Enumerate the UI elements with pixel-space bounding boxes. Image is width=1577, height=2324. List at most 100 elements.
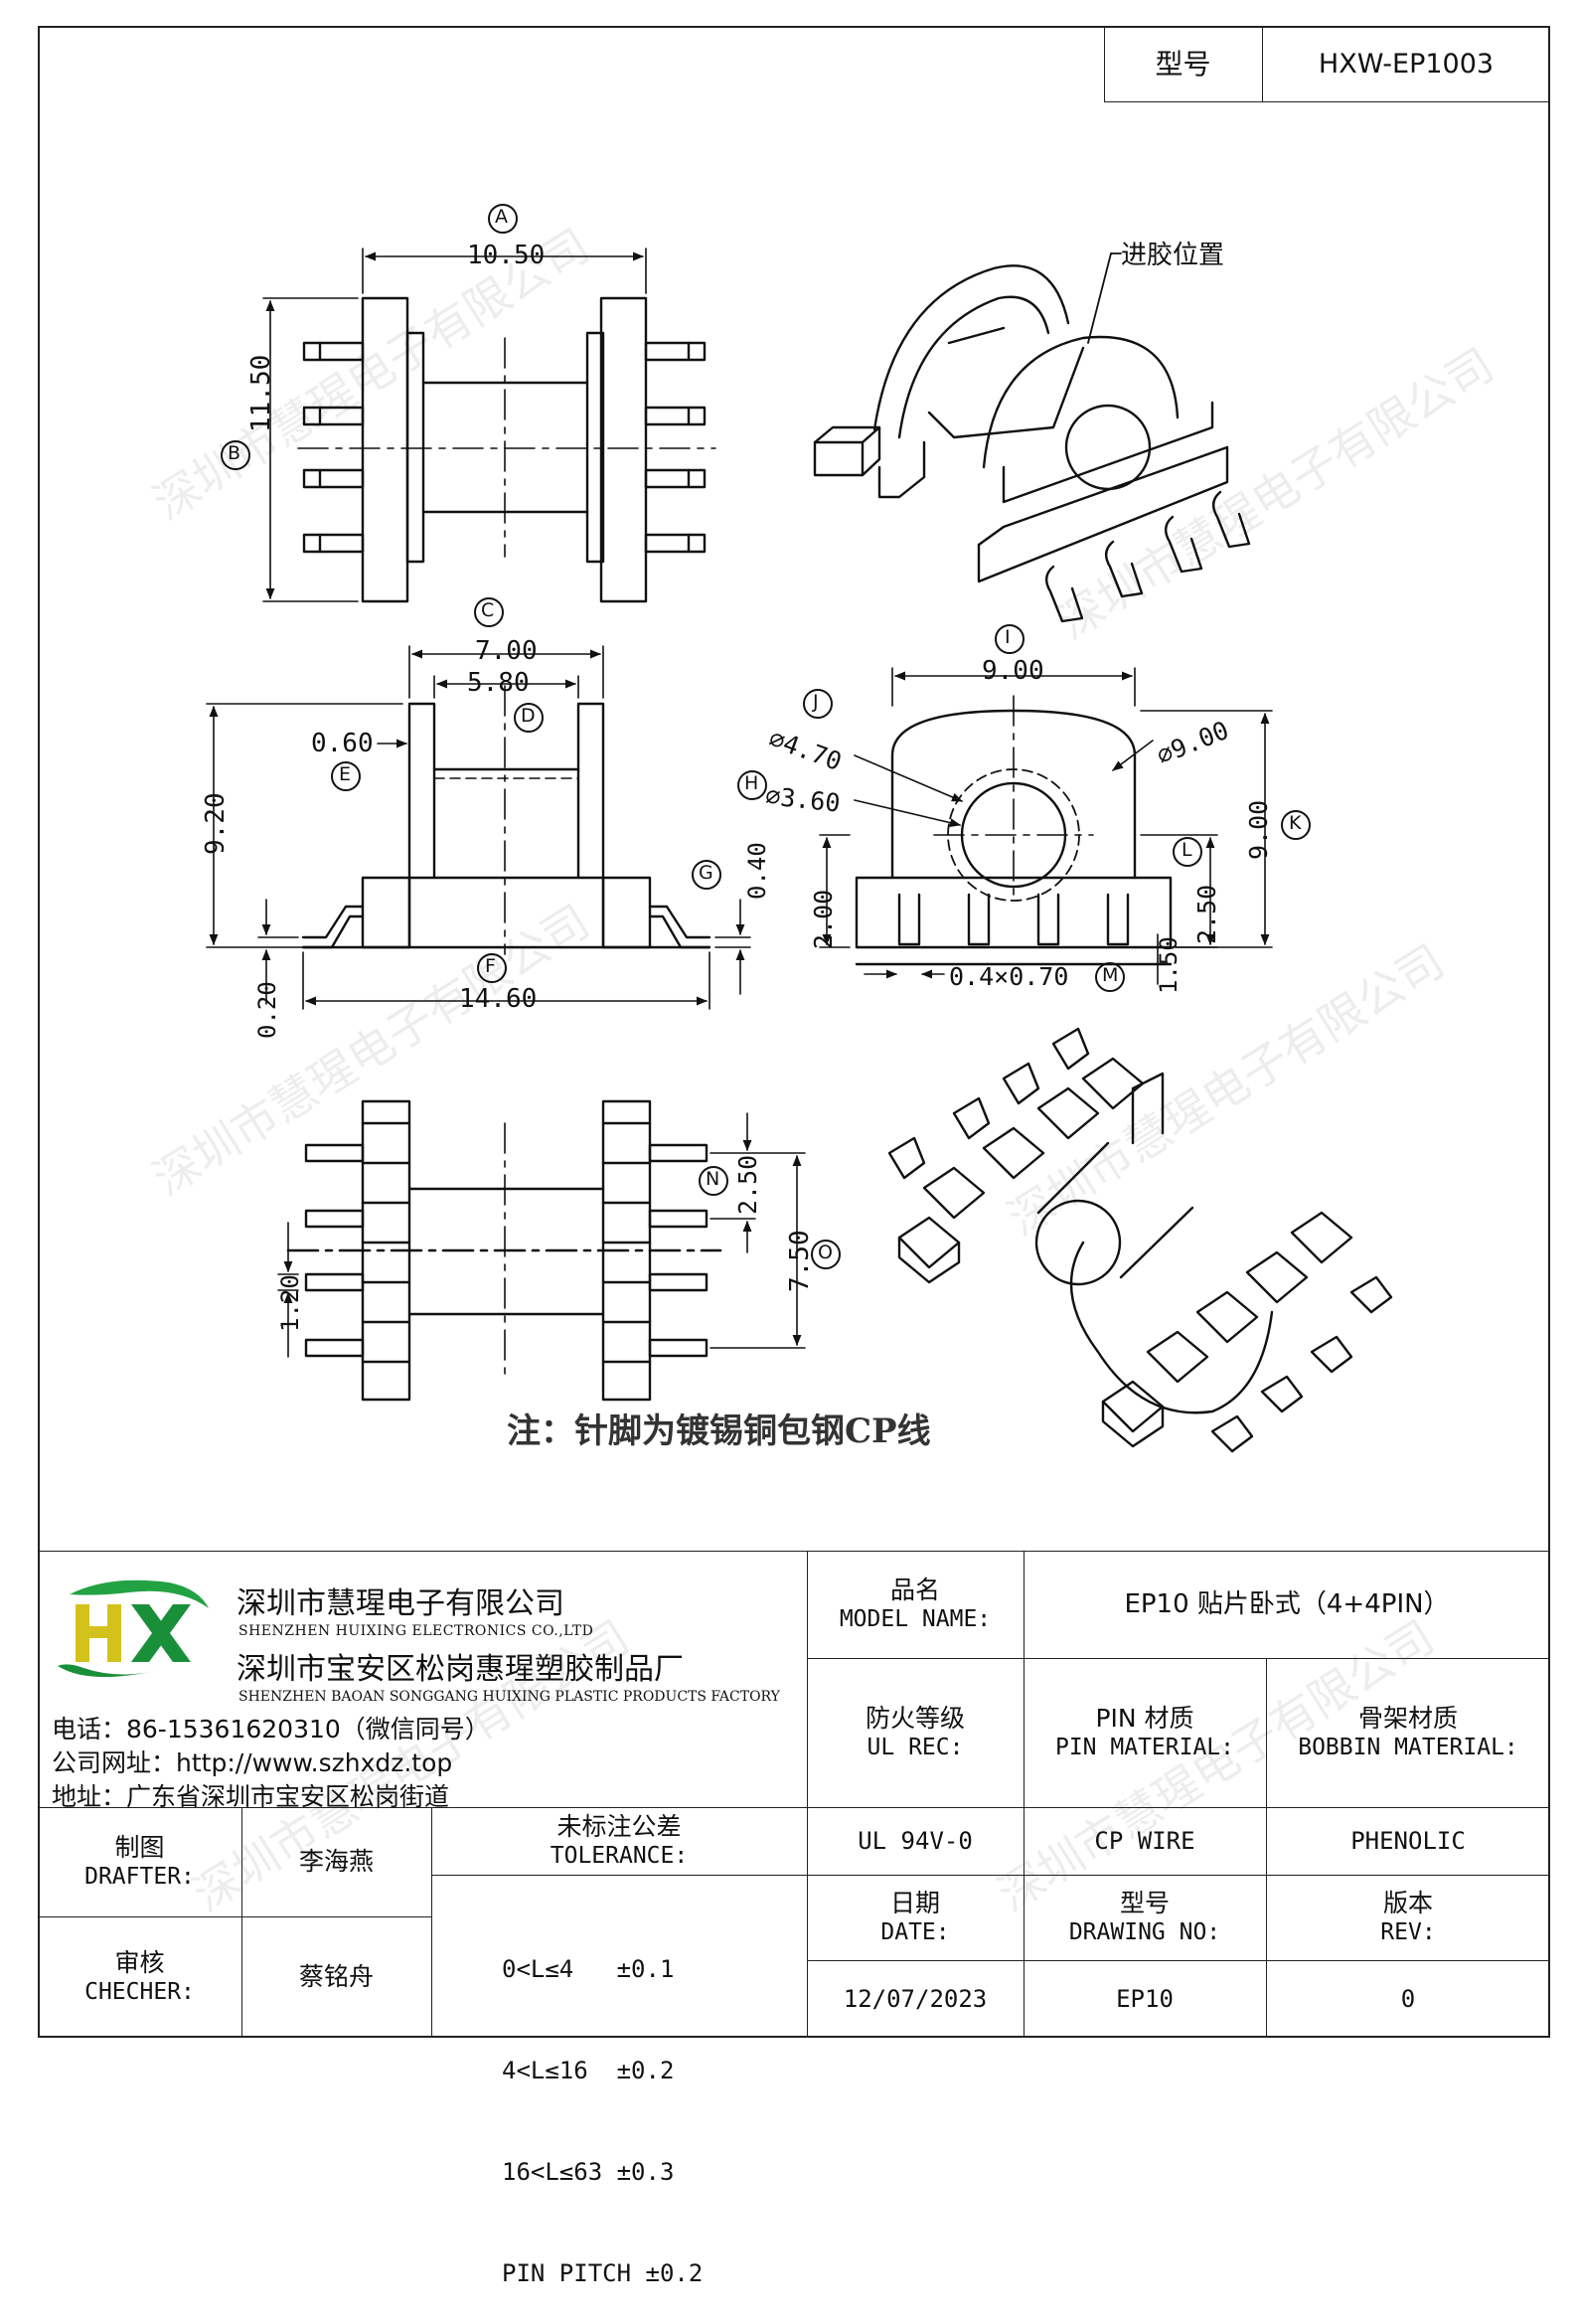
model-name-value: EP10 贴片卧式（4+4PIN） [1124,1588,1450,1619]
rev-label-en: REV: [1380,1919,1436,1946]
dim-020-value: 0.20 [253,981,281,1039]
date-label-cn: 日期 [889,1889,940,1917]
view-side [206,597,751,1010]
callout-f: F [485,955,496,977]
ul-rec-value: UL 94V-0 [858,1827,973,1855]
header-model-value: HXW-EP1003 [1318,48,1495,80]
model-name-label-cn: 品名 [889,1576,940,1604]
callout-m: M [1102,964,1119,986]
pin-material-label-en: PIN MATERIAL: [1054,1735,1234,1761]
divider [1024,1551,1025,2038]
checker-value: 蔡铭舟 [298,1962,374,1992]
drafter-label: 制图 DRAFTER: [38,1807,241,1916]
drawing-no-value: EP10 [1116,1985,1174,2013]
ul-rec-label-en: UL REC: [867,1735,964,1761]
company-name-en: SHENZHEN HUIXING ELECTRONICS CO.,LTD [238,1623,594,1639]
callout-g: G [699,862,713,884]
rev-label-cn: 版本 [1382,1889,1433,1917]
dim-o-value: 7.50 [785,1230,815,1292]
view-iso-2 [887,1027,1393,1453]
drafter-label-cn: 制图 [114,1833,165,1862]
tolerance-table: 0<L≤4 ±0.1 4<L≤16 ±0.2 16<L≤63 ±0.3 PIN … [502,1885,800,2324]
drawing-canvas [206,204,1393,1453]
tolerance-label: 未标注公差 TOLERANCE: [431,1807,807,1875]
dim-i-value: 9.00 [982,656,1044,686]
factory-name-cn: 深圳市宝安区松岗惠瑆塑胶制品厂 [237,1652,684,1687]
divider [807,1960,1550,1961]
dim-n-value: 2.50 [733,1154,762,1215]
callout-e: E [339,763,352,785]
company-address: 地址：广东省深圳市宝安区松岗街道 [52,1782,450,1811]
pin-material-label: PIN 材质 PIN MATERIAL: [1024,1658,1266,1807]
dim-920-value: 9.20 [201,792,231,855]
logo-graphic [58,1579,209,1678]
callout-h: H [744,772,759,794]
rev-label: 版本 REV: [1266,1875,1550,1960]
divider [807,1875,1550,1876]
drafter-label-en: DRAFTER: [84,1864,195,1891]
divider [431,1875,807,1876]
company-phone: 电话：86-15361620310（微信同号） [52,1715,490,1743]
gate-position-label: 进胶位置 [1121,241,1225,270]
pin-material-value: CP WIRE [1094,1827,1195,1855]
drawing-note: 注：针脚为镀锡铜包钢CP线 [507,1411,931,1451]
factory-name-en: SHENZHEN BAOAN SONGGANG HUIXING PLASTIC … [238,1689,780,1705]
callout-l: L [1182,839,1192,861]
callout-o: O [818,1242,833,1263]
callout-k: K [1289,812,1302,834]
company-name-cn: 深圳市慧瑆电子有限公司 [237,1586,564,1621]
header-model-box [1104,26,1550,102]
bobbin-material-label-cn: 骨架材质 [1357,1704,1458,1733]
tolerance-line: 4<L≤16 ±0.2 [502,2057,675,2084]
checker-label-en: CHECHER: [84,1979,195,2006]
date-label: 日期 DATE: [807,1875,1024,1960]
checker-label-cn: 审核 [114,1948,165,1977]
dim-200-value: 2.00 [809,889,838,949]
bobbin-material-label-en: BOBBIN MATERIAL: [1298,1735,1518,1761]
drawing-no-label: 型号 DRAWING NO: [1024,1875,1266,1960]
callout-a: A [495,206,508,228]
callout-n: N [706,1168,720,1190]
divider [38,1916,431,1917]
drawing-no-label-cn: 型号 [1119,1889,1170,1917]
dim-c-value: 7.00 [475,636,538,666]
date-value: 12/07/2023 [843,1985,988,2013]
callout-b: B [228,442,241,464]
dim-e-value: 0.60 [311,729,374,758]
dim-a-value: 10.50 [467,241,546,270]
view-bottom [277,1099,841,1402]
dim-120-value: 1.20 [276,1274,304,1332]
tolerance-line: PIN PITCH ±0.2 [502,2259,704,2287]
divider [1266,1658,1267,2038]
company-logo [50,1575,219,1686]
divider [431,1807,432,2038]
divider [241,1807,242,2038]
drafter-value: 李海燕 [298,1847,374,1877]
divider [38,1807,1550,1808]
divider [807,1551,808,2038]
model-name-label-en: MODEL NAME: [839,1606,992,1633]
drawing-no-label-en: DRAWING NO: [1068,1919,1221,1946]
callout-c: C [481,599,495,621]
dim-k-value: 9.00 [1244,799,1273,860]
drawing-frame [38,26,1550,2038]
technical-drawing: A B C D E F G I J H L K M N O 10.50 11.5… [201,204,1393,1453]
dim-f-value: 14.60 [459,984,538,1014]
dim-l-value: 2.50 [1192,884,1221,944]
divider [1262,26,1263,102]
bobbin-material-label: 骨架材质 BOBBIN MATERIAL: [1266,1658,1550,1807]
dim-b-value: 11.50 [246,354,276,432]
title-block-top-border [38,1551,1550,1552]
company-website: 公司网址：http://www.szhxdz.top [52,1748,453,1777]
dim-150-value: 1.50 [1155,936,1183,994]
ul-rec-label: 防火等级 UL REC: [807,1658,1024,1807]
tolerance-label-en: TOLERANCE: [550,1843,689,1870]
callout-i: I [1005,626,1011,648]
ul-rec-label-cn: 防火等级 [865,1704,965,1733]
model-name-label: 品名 MODEL NAME: [807,1551,1024,1658]
callout-j: J [813,691,819,713]
callout-d: D [521,705,536,727]
bobbin-material-value: PHENOLIC [1350,1827,1466,1855]
tolerance-line: 0<L≤4 ±0.1 [502,1955,675,1983]
date-label-en: DATE: [880,1919,950,1946]
